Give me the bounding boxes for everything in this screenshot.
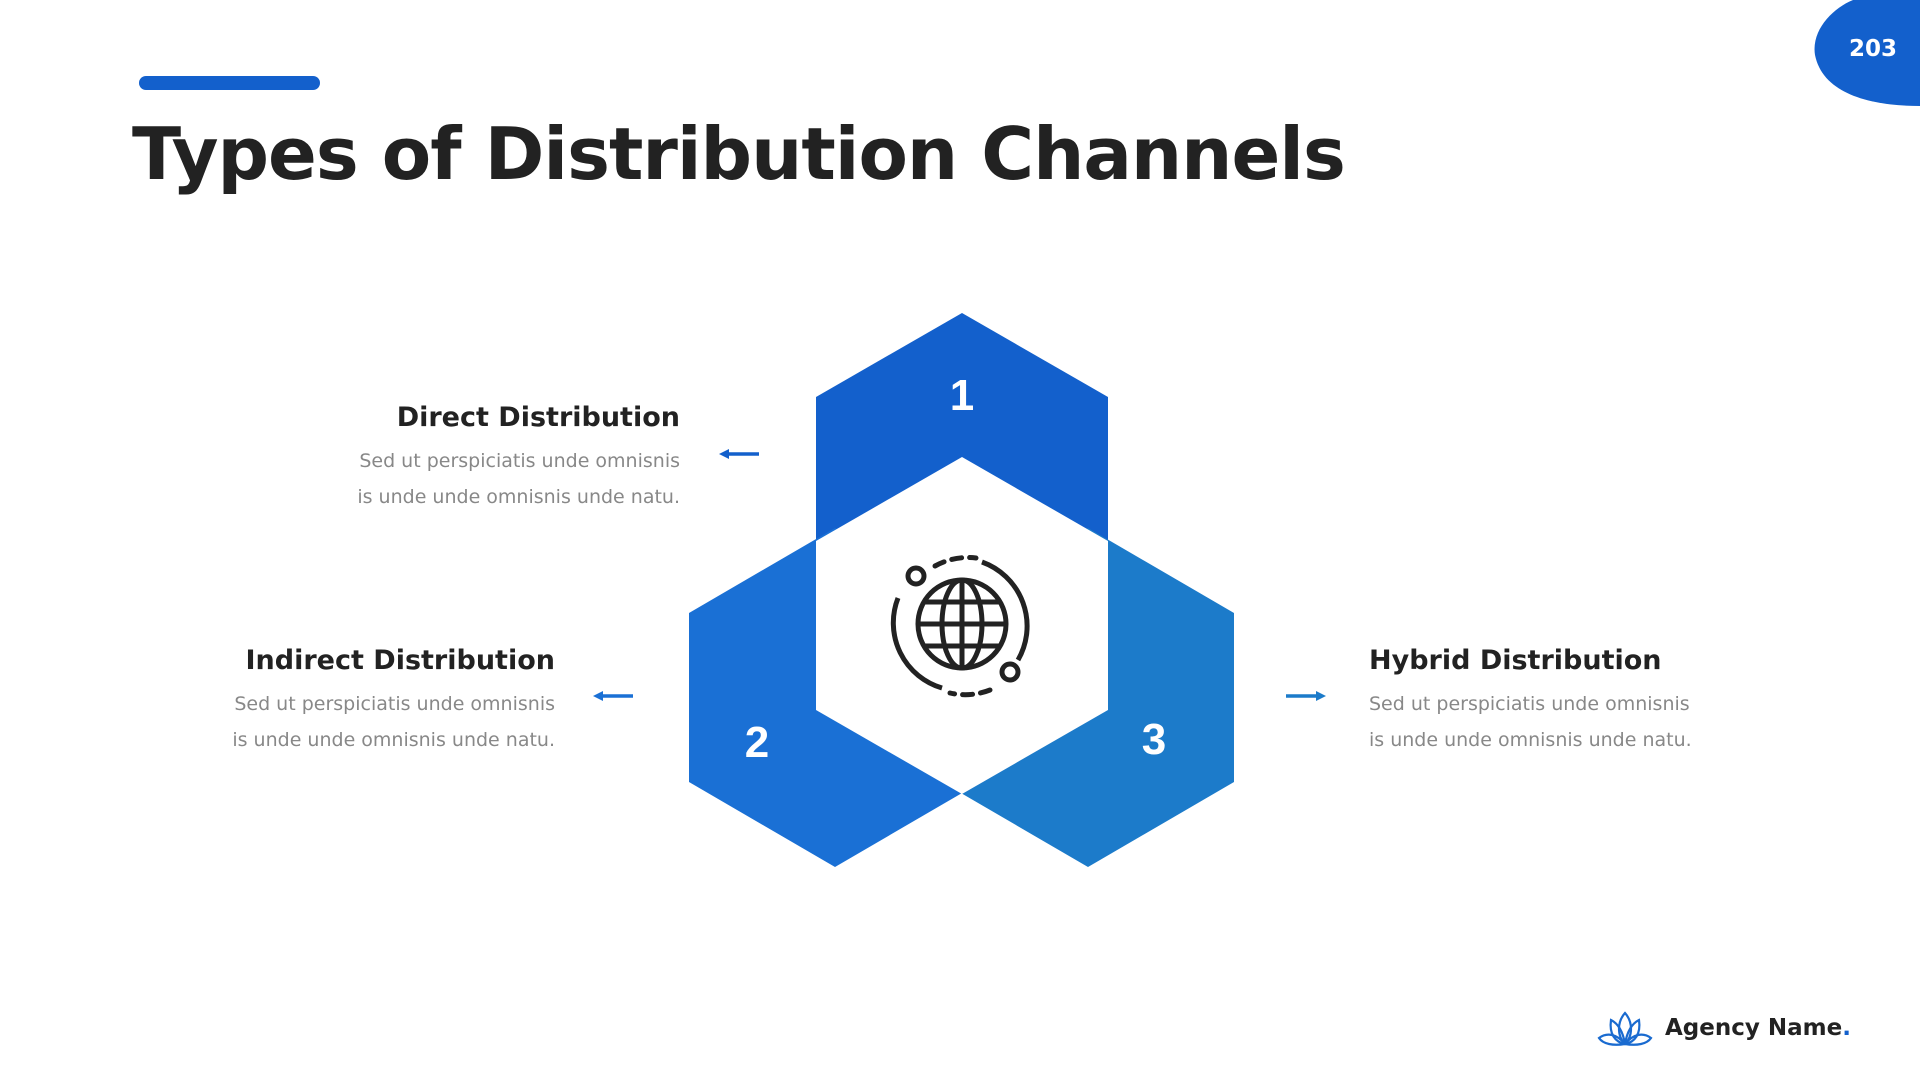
hexagon-number-3: 3 bbox=[1142, 715, 1166, 764]
item-description-line2: is unde unde omnisnis unde natu. bbox=[1369, 729, 1692, 751]
hybrid-distribution-block: Hybrid Distribution Sed ut perspiciatis … bbox=[1369, 645, 1829, 758]
hexagon-number-1: 1 bbox=[950, 371, 974, 420]
agency-name-dot: . bbox=[1842, 1015, 1851, 1041]
item-description-line1: Sed ut perspiciatis unde omnisnis bbox=[359, 450, 680, 472]
item-title: Indirect Distribution bbox=[245, 645, 556, 676]
agency-name: Agency Name. bbox=[1665, 1015, 1851, 1041]
hexagon-number-2: 2 bbox=[745, 718, 769, 767]
item-title: Hybrid Distribution bbox=[1369, 645, 1662, 676]
arrow-left-icon bbox=[719, 449, 759, 459]
item-description-line2: is unde unde omnisnis unde natu. bbox=[232, 729, 555, 751]
item-description-line1: Sed ut perspiciatis unde omnisnis bbox=[1369, 693, 1690, 715]
item-description-line1: Sed ut perspiciatis unde omnisnis bbox=[234, 693, 555, 715]
item-description-line2: is unde unde omnisnis unde natu. bbox=[357, 486, 680, 508]
indirect-distribution-block: Indirect Distribution Sed ut perspiciati… bbox=[95, 645, 555, 758]
item-title: Direct Distribution bbox=[396, 402, 680, 433]
page-number-badge bbox=[1814, 0, 1920, 106]
arrow-left-icon bbox=[593, 691, 633, 701]
title-accent-bar bbox=[139, 76, 320, 90]
agency-name-text: Agency Name bbox=[1665, 1015, 1843, 1041]
lotus-icon bbox=[1597, 1011, 1653, 1046]
page-title: Types of Distribution Channels bbox=[132, 112, 1346, 196]
direct-distribution-block: Direct Distribution Sed ut perspiciatis … bbox=[220, 402, 680, 515]
arrow-right-icon bbox=[1286, 691, 1326, 701]
globe-icon bbox=[890, 555, 1030, 698]
page-number: 203 bbox=[1848, 36, 1897, 62]
